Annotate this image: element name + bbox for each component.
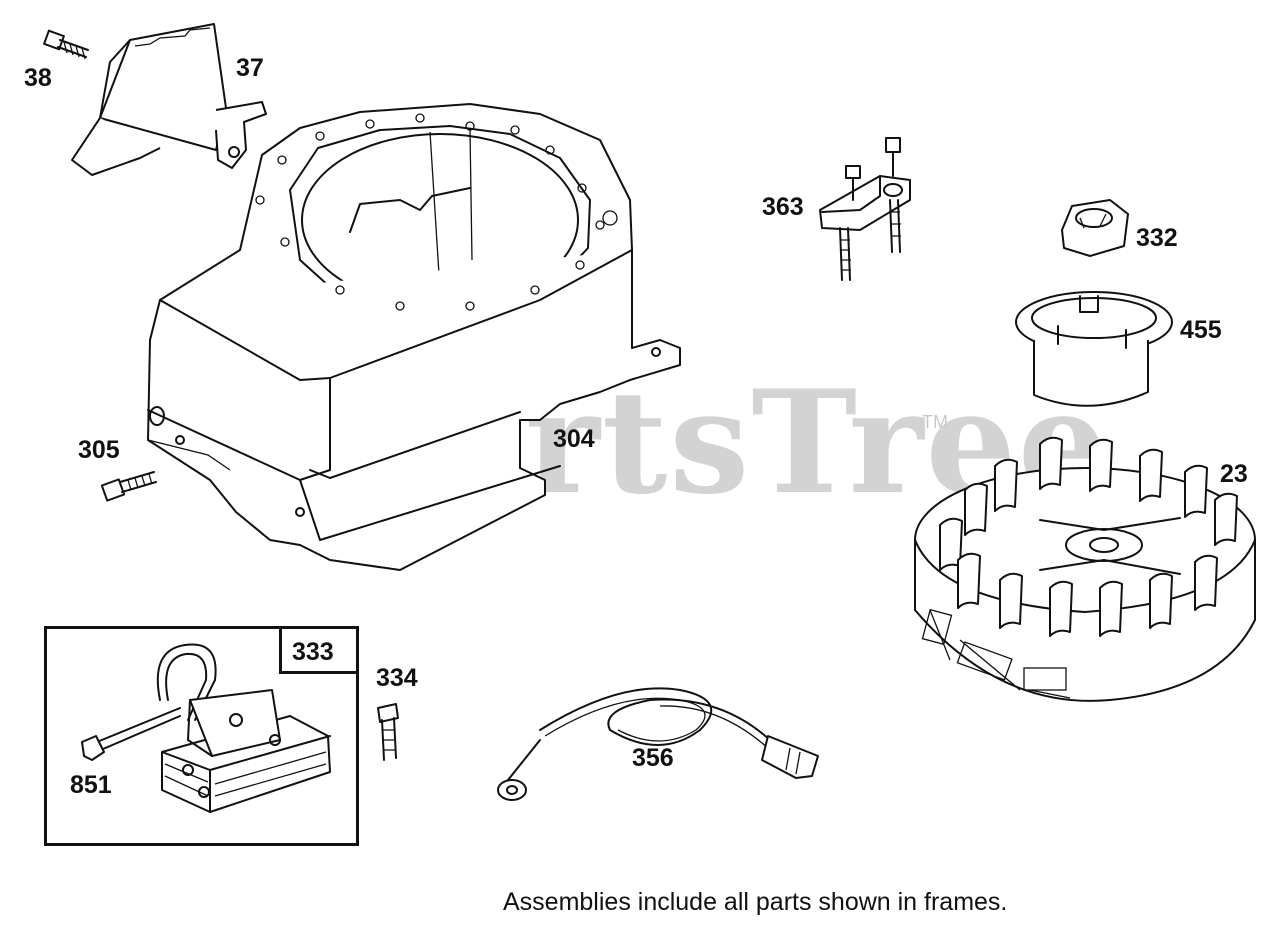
callout-305[interactable]: 305	[78, 436, 120, 464]
callout-23[interactable]: 23	[1220, 460, 1248, 488]
callout-304[interactable]: 304	[553, 425, 595, 453]
part-37-deflector[interactable]	[71, 23, 267, 176]
part-455-cup[interactable]	[1015, 291, 1173, 407]
part-333-ignition-coil[interactable]	[81, 643, 331, 813]
callout-851[interactable]: 851	[70, 771, 112, 799]
callout-334[interactable]: 334	[376, 664, 418, 692]
callout-38[interactable]: 38	[24, 64, 52, 92]
part-38-bolt[interactable]	[43, 29, 89, 60]
part-334-screw[interactable]	[377, 703, 399, 761]
part-304-blower-housing[interactable]	[147, 103, 681, 571]
part-23-flywheel[interactable]	[914, 436, 1256, 702]
callout-332[interactable]: 332	[1136, 224, 1178, 252]
assembly-frame	[44, 626, 359, 846]
assembly-frame-tag	[279, 626, 359, 674]
callout-37[interactable]: 37	[236, 54, 264, 82]
part-356-wire-harness[interactable]	[497, 687, 819, 801]
part-305-bolt[interactable]	[100, 471, 157, 502]
callout-333[interactable]: 333	[292, 638, 334, 666]
callout-356[interactable]: 356	[632, 744, 674, 772]
assemblies-note: Assemblies include all parts shown in fr…	[503, 888, 1008, 916]
trademark-mark: TM	[922, 412, 948, 432]
callout-363[interactable]: 363	[762, 193, 804, 221]
callout-455[interactable]: 455	[1180, 316, 1222, 344]
part-363-bracket[interactable]	[819, 137, 911, 281]
part-332-nut[interactable]	[1061, 199, 1129, 257]
